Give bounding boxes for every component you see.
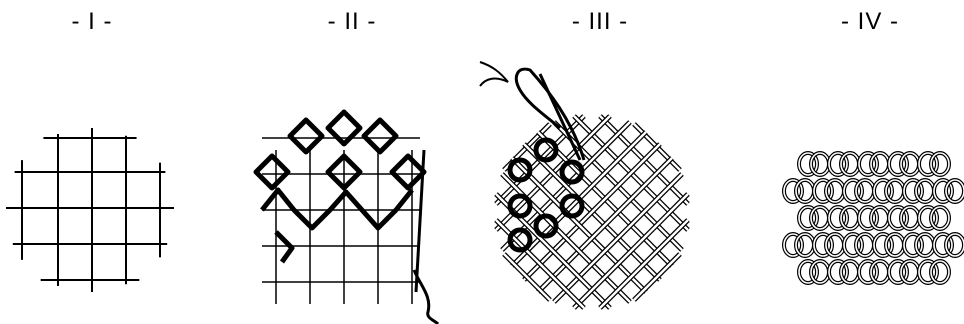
knot-loop-inner: [901, 261, 919, 283]
zigzag-thread: [262, 190, 412, 228]
knot-loop-inner: [916, 180, 934, 202]
knot-loop-inner: [931, 153, 949, 175]
knot-loop-inner: [811, 153, 829, 175]
knot-loop-inner: [886, 234, 904, 256]
zigzag-thread: [276, 232, 292, 262]
knot-loop-inner: [856, 234, 874, 256]
step-2-diamond-stitch-illustration: [256, 112, 438, 324]
diamond-stitch: [290, 120, 322, 152]
knot-loop-inner: [871, 261, 889, 283]
knot-loop-inner: [916, 234, 934, 256]
step-3-lattice-wrap-illustration: [480, 62, 688, 308]
knot-loop-inner: [931, 261, 949, 283]
diamond-stitch: [256, 156, 288, 188]
knot-loop-inner: [796, 180, 814, 202]
knot-loop-inner: [841, 261, 859, 283]
knot-loop-inner: [901, 207, 919, 229]
knot-loop-inner: [841, 207, 859, 229]
step-1-grid-illustration: [6, 128, 174, 292]
knot-loop-inner: [811, 207, 829, 229]
step-4-finished-lace-illustration: [784, 153, 964, 283]
knot-loop-inner: [946, 180, 964, 202]
knot-loop-inner: [886, 180, 904, 202]
diamond-stitch: [328, 112, 360, 144]
knot-loop-inner: [826, 234, 844, 256]
knot-loop-inner: [826, 180, 844, 202]
knot-loop-inner: [796, 234, 814, 256]
diamond-stitch: [364, 120, 396, 152]
knot-loop-inner: [811, 261, 829, 283]
knot-loop-inner: [931, 207, 949, 229]
diamond-stitch: [392, 156, 424, 188]
knot-loop-inner: [901, 153, 919, 175]
knot-loop-inner: [946, 234, 964, 256]
thread-tail: [480, 62, 508, 86]
knot-loop-inner: [856, 180, 874, 202]
knot-loop-inner: [871, 207, 889, 229]
knot-loop-inner: [841, 153, 859, 175]
thread-tail: [414, 270, 438, 324]
knot-loop-inner: [871, 153, 889, 175]
